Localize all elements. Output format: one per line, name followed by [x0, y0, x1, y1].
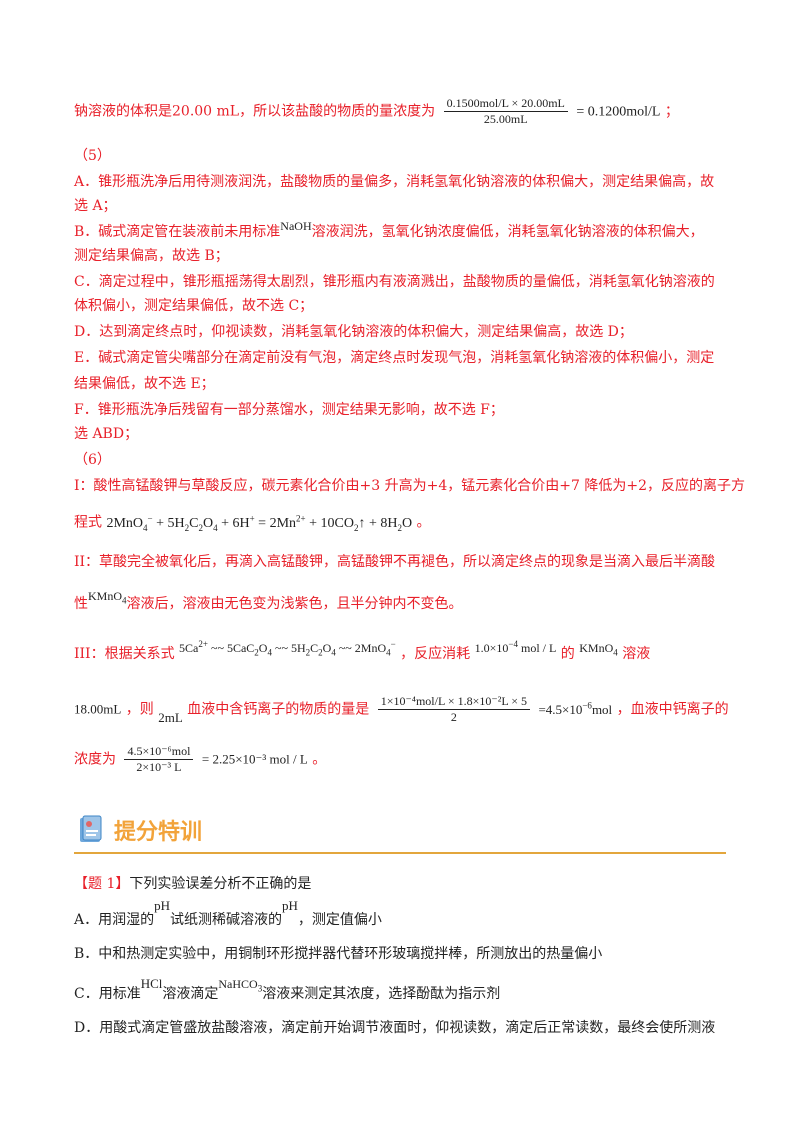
part-i-line1: I：酸性高锰酸钾与草酸反应，碳元素化合价由+3 升高为+4，锰元素化合价由+7 … [74, 478, 745, 494]
option-c-line1: C．滴定过程中，锥形瓶摇荡得太剧烈，锥形瓶内有液滴溅出，盐酸物质的量偏低，消耗氢… [74, 274, 715, 290]
part-ii-line2: 性KMnO4溶液后，溶液由无色变为浅紫色，且半分钟内不变色。 [74, 589, 463, 612]
option-e-line2: 结果偏低，故不选 E； [74, 376, 215, 392]
question-option-b: B．中和热测定实验中，用铜制环形搅拌器代替环形玻璃搅拌棒，所测放出的热量偏小 [74, 946, 603, 962]
part-ii-line1: II：草酸完全被氧化后，再滴入高锰酸钾，高锰酸钾不再褪色，所以滴定终点的现象是当… [74, 554, 716, 570]
part-iii-line1: III：根据关系式 5Ca2+ ~~ 5CaC2O4 ~~ 5H2C2O4 ~~… [74, 639, 651, 662]
selection: 选 ABD； [74, 426, 139, 442]
fraction-concentration: 0.1500mol/L × 20.00mL 25.00mL [443, 96, 568, 127]
option-a-line2: 选 A； [74, 198, 117, 214]
question-1-stem: 【题 1】下列实验误差分析不正确的是 [74, 876, 312, 892]
section-banner: 提分特训 [74, 808, 726, 854]
part-iii-line3: 浓度为 4.5×10⁻⁶mol 2×10⁻³ L = 2.25×10⁻³ mol… [74, 744, 327, 775]
notebook-icon [80, 815, 102, 842]
question-option-d: D．用酸式滴定管盛放盐酸溶液，滴定前开始调节液面时，仰视读数，滴定后正常读数，最… [74, 1020, 716, 1036]
option-f-line1: F．锥形瓶洗净后残留有一部分蒸馏水，测定结果无影响，故不选 F； [74, 402, 504, 418]
part-i-line2: 程式 2MnO4− + 5H2C2O4 + 6H+ = 2Mn2+ + 10CO… [74, 513, 431, 533]
fraction-calcium-conc: 4.5×10⁻⁶mol 2×10⁻³ L [124, 744, 194, 775]
option-c-line2: 体积偏小，测定结果偏低，故不选 C； [74, 298, 314, 314]
question-option-a: A．用润湿的pH试纸测稀碱溶液的pH，测定值偏小 [74, 898, 382, 928]
part-iii-line2: 18.00mL ，则 2mL 血液中含钙离子的物质的量是 1×10⁻⁴mol/L… [74, 694, 729, 725]
question-label: 【题 1】 [74, 876, 130, 892]
option-e-line1: E．碱式滴定管尖嘴部分在滴定前没有气泡，滴定终点时发现气泡，消耗氢氧化钠溶液的体… [74, 350, 715, 366]
option-a-line1: A．锥形瓶洗净后用待测液润洗，盐酸物质的量偏多，消耗氢氧化钠溶液的体积偏大，测定… [74, 174, 715, 190]
option-d-line1: D．达到滴定终点时，仰视读数，消耗氢氧化钠溶液的体积偏大，测定结果偏高，故选 D… [74, 324, 633, 340]
fraction-calcium-moles: 1×10⁻⁴mol/L × 1.8×10⁻²L × 5 2 [377, 694, 530, 725]
section-6: （6） [74, 452, 111, 468]
relation-formula: 5Ca2+ ~~ 5CaC2O4 ~~ 5H2C2O4 ~~ 2MnO4− [179, 639, 396, 658]
option-b-line2: 测定结果偏高，故选 B； [74, 248, 229, 264]
question-option-c: C．用标准HCl溶液滴定NaHCO3溶液来测定其浓度，选择酚酞为指示剂 [74, 976, 501, 1002]
ionic-equation: 2MnO4− + 5H2C2O4 + 6H+ = 2Mn2+ + 10CO2↑ … [106, 513, 413, 533]
result: = 0.1200mol/L [576, 104, 661, 120]
option-b-line1: B．碱式滴定管在装液前未用标准NaOH溶液润洗，氢氧化钠浓度偏低，消耗氢氧化钠溶… [74, 219, 704, 240]
banner-title: 提分特训 [114, 820, 203, 845]
line-concentration: 钠溶液的体积是20.00 mL，所以该盐酸的物质的量浓度为 0.1500mol/… [74, 96, 679, 127]
banner-rule [74, 852, 726, 854]
section-5: （5） [74, 148, 111, 164]
text: 钠溶液的体积是20.00 mL，所以该盐酸的物质的量浓度为 [74, 103, 436, 120]
